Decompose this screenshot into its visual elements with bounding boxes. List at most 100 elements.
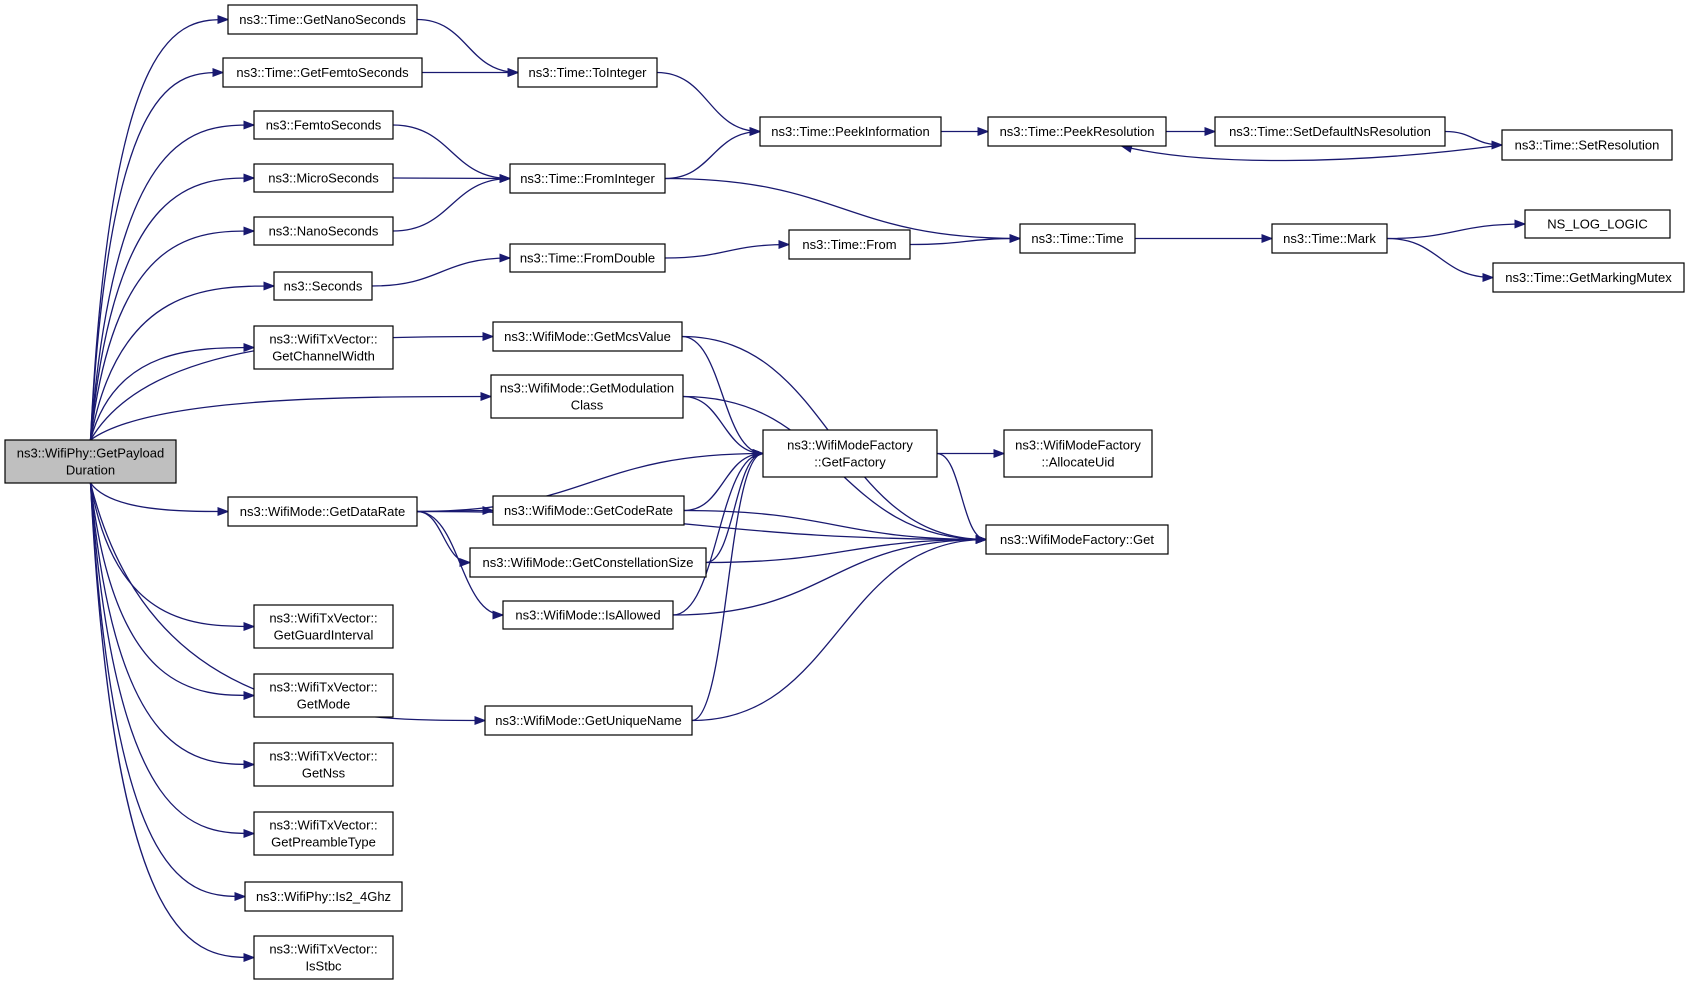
edge-fromInteger-to-peekInformation [664, 126, 762, 180]
node-seconds[interactable]: ns3::Seconds [273, 271, 373, 301]
node-box[interactable] [1271, 223, 1388, 254]
node-isStbc[interactable]: ns3::WifiTxVector::IsStbc [253, 935, 394, 980]
node-nanoSeconds[interactable]: ns3::NanoSeconds [253, 216, 394, 246]
node-timeTime[interactable]: ns3::Time::Time [1019, 223, 1136, 254]
edge-arrowhead [507, 67, 520, 78]
node-label: ns3::WifiMode::GetDataRate [240, 504, 405, 519]
node-label: ns3::Time::GetNanoSeconds [239, 12, 406, 27]
edge-arrowhead [499, 173, 512, 184]
node-fromDouble[interactable]: ns3::Time::FromDouble [509, 243, 666, 273]
node-box[interactable] [509, 243, 666, 273]
node-box[interactable] [788, 229, 911, 260]
node-getDataRate[interactable]: ns3::WifiMode::GetDataRate [227, 496, 418, 527]
edge-root-to-getNanoSeconds [89, 14, 230, 441]
edge-line [392, 124, 511, 180]
node-box[interactable] [253, 110, 394, 140]
edge-arrowhead [243, 173, 256, 183]
node-box[interactable] [759, 116, 942, 147]
node-box[interactable] [253, 742, 394, 787]
edge-line [89, 124, 255, 441]
node-getChannelWidth[interactable]: ns3::WifiTxVector::GetChannelWidth [253, 325, 394, 370]
node-box[interactable] [517, 57, 658, 88]
node-getCodeRate[interactable]: ns3::WifiMode::GetCodeRate [492, 495, 685, 526]
node-box[interactable] [253, 811, 394, 856]
node-femtoSeconds[interactable]: ns3::FemtoSeconds [253, 110, 394, 140]
node-box[interactable] [509, 163, 666, 194]
node-box[interactable] [253, 935, 394, 980]
edge-root-to-is2_4Ghz [89, 482, 247, 902]
node-label: ::GetFactory [814, 455, 886, 470]
node-box[interactable] [1214, 116, 1446, 147]
node-getPreambleType[interactable]: ns3::WifiTxVector::GetPreambleType [253, 811, 394, 856]
node-getFemtoSeconds[interactable]: ns3::Time::GetFemtoSeconds [222, 57, 423, 88]
edge-line [89, 482, 255, 628]
edge-root-to-getModulationClass [90, 391, 493, 441]
node-label: ::AllocateUid [1042, 455, 1115, 470]
node-box[interactable] [227, 4, 418, 35]
edge-line [682, 395, 764, 455]
node-box[interactable] [502, 600, 674, 630]
node-box[interactable] [1019, 223, 1136, 254]
node-box[interactable] [222, 57, 423, 88]
edge-arrowhead [482, 331, 495, 342]
node-from[interactable]: ns3::Time::From [788, 229, 911, 260]
node-label: ns3::FemtoSeconds [266, 118, 382, 133]
node-box[interactable] [253, 325, 394, 370]
node-box[interactable] [253, 604, 394, 649]
node-box[interactable] [253, 673, 394, 718]
node-box[interactable] [244, 881, 403, 912]
node-label: ns3::Time::SetResolution [1515, 138, 1660, 153]
node-box[interactable] [4, 439, 177, 484]
node-setResolution[interactable]: ns3::Time::SetResolution [1501, 129, 1673, 161]
edge-arrowhead [243, 120, 256, 130]
node-nsLogLogic[interactable]: NS_LOG_LOGIC [1524, 209, 1671, 239]
edge-arrowhead [778, 239, 791, 250]
node-box[interactable] [985, 524, 1169, 555]
node-toInteger[interactable]: ns3::Time::ToInteger [517, 57, 658, 88]
node-is2_4Ghz[interactable]: ns3::WifiPhy::Is2_4Ghz [244, 881, 403, 912]
node-peekResolution[interactable]: ns3::Time::PeekResolution [987, 116, 1167, 147]
node-box[interactable] [492, 321, 683, 352]
node-box[interactable] [762, 429, 938, 478]
node-microSeconds[interactable]: ns3::MicroSeconds [253, 163, 394, 193]
node-getMarkingMutex[interactable]: ns3::Time::GetMarkingMutex [1492, 262, 1685, 293]
node-box[interactable] [253, 163, 394, 193]
node-label: Duration [66, 463, 115, 478]
node-getFactory[interactable]: ns3::WifiModeFactory::GetFactory [762, 429, 938, 478]
node-box[interactable] [1524, 209, 1671, 239]
node-peekInformation[interactable]: ns3::Time::PeekInformation [759, 116, 942, 147]
node-box[interactable] [1501, 129, 1673, 161]
edge-line [89, 285, 275, 441]
node-box[interactable] [273, 271, 373, 301]
node-isAllowed[interactable]: ns3::WifiMode::IsAllowed [502, 600, 674, 630]
node-box[interactable] [1003, 429, 1153, 478]
node-getMcsValue[interactable]: ns3::WifiMode::GetMcsValue [492, 321, 683, 352]
edge-root-to-nanoSeconds [89, 226, 256, 441]
node-fromInteger[interactable]: ns3::Time::FromInteger [509, 163, 666, 194]
node-box[interactable] [987, 116, 1167, 147]
node-box[interactable] [227, 496, 418, 527]
node-box[interactable] [469, 547, 707, 578]
node-box[interactable] [492, 495, 685, 526]
node-allocateUid[interactable]: ns3::WifiModeFactory::AllocateUid [1003, 429, 1153, 478]
node-box[interactable] [484, 705, 693, 736]
node-factoryGet[interactable]: ns3::WifiModeFactory::Get [985, 524, 1169, 555]
node-box[interactable] [1492, 262, 1685, 293]
node-getNanoSeconds[interactable]: ns3::Time::GetNanoSeconds [227, 4, 418, 35]
node-box[interactable] [490, 374, 684, 419]
node-getMode[interactable]: ns3::WifiTxVector::GetMode [253, 673, 394, 718]
node-box[interactable] [253, 216, 394, 246]
node-label: ns3::Time::FromDouble [520, 251, 655, 266]
node-getNss[interactable]: ns3::WifiTxVector::GetNss [253, 742, 394, 787]
node-label: IsStbc [305, 959, 342, 974]
node-label: ns3::Time::Mark [1283, 231, 1376, 246]
node-getUniqueName[interactable]: ns3::WifiMode::GetUniqueName [484, 705, 693, 736]
node-setDefaultNsResolution[interactable]: ns3::Time::SetDefaultNsResolution [1214, 116, 1446, 147]
edge-line [909, 237, 1021, 246]
node-mark[interactable]: ns3::Time::Mark [1271, 223, 1388, 254]
edge-arrowhead [217, 14, 230, 25]
node-getConstellationSize[interactable]: ns3::WifiMode::GetConstellationSize [469, 547, 707, 578]
node-getGuardInterval[interactable]: ns3::WifiTxVector::GetGuardInterval [253, 604, 394, 649]
